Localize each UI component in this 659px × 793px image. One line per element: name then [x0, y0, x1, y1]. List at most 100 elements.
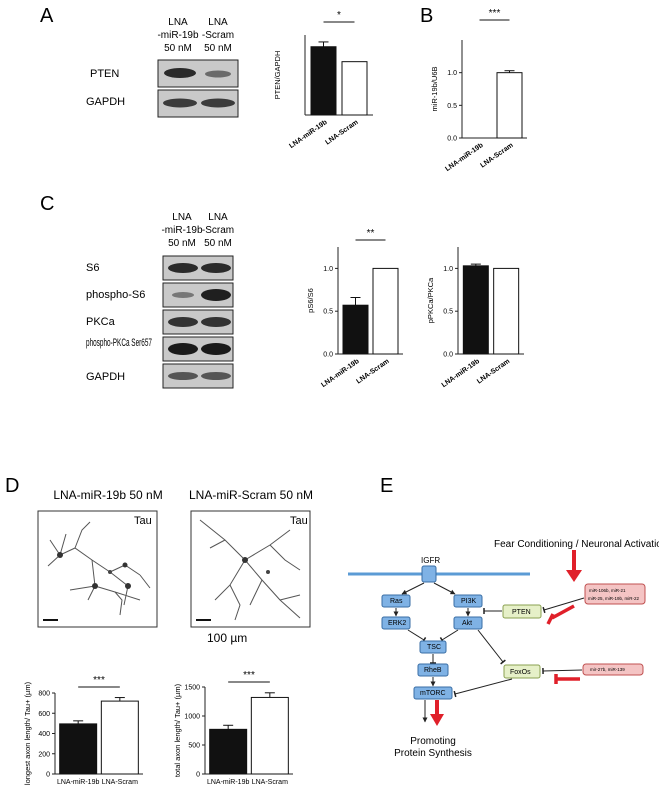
y-tick-label: 1500 [184, 685, 200, 692]
significance-label: *** [93, 675, 105, 686]
x-tick-label: LNA-miR-19b [207, 779, 250, 786]
y-axis-label: PTEN/GAPDH [273, 51, 282, 100]
blot-c-row-phospho-pkca: phospho-PKCa Ser657 [86, 337, 152, 349]
image-title-mir19b: LNA-miR-19b 50 nM [53, 488, 162, 502]
node-pi3k-label: PI3K [461, 598, 477, 605]
bar [462, 265, 489, 355]
y-tick-label: 1.0 [323, 266, 333, 273]
y-tick-label: 400 [38, 731, 50, 738]
blot-c-lane2-line2: -Scram [202, 225, 234, 236]
bar [209, 728, 248, 775]
y-tick-label: 200 [38, 751, 50, 758]
chart-mir19b-u6b: 0.00.51.0LNA-miR-19bLNA-ScrammiR-19b/U6B… [430, 8, 527, 173]
panel-letter-b: B [420, 5, 433, 27]
node-foxos [503, 664, 541, 679]
node-ras [381, 594, 411, 608]
mir-bottom-label: mir-27b, miR-139 [590, 667, 625, 672]
bar [59, 723, 98, 775]
bar [100, 700, 139, 775]
y-tick-label: 1.0 [447, 70, 457, 77]
node-ras-label: Ras [390, 598, 403, 605]
significance-label: *** [489, 8, 501, 19]
blot-c-lane2-line3: 50 nM [204, 238, 232, 249]
y-axis-label: pPKCa/PKCa [426, 277, 435, 323]
node-erk2 [381, 616, 411, 630]
significance-label: *** [243, 670, 255, 681]
blot-c-row-phospho-s6: phospho-S6 [86, 289, 145, 301]
blot-c-row-pkca: PKCa [86, 316, 116, 328]
igfr-receptor [421, 565, 437, 583]
panel-letter-d: D [5, 475, 19, 497]
mir-top-line1: miR-106b, miR-21 [589, 588, 626, 593]
micrograph-mir19b-stain: Tau [134, 515, 152, 527]
bar [310, 46, 337, 116]
blot-a-row-pten: PTEN [90, 68, 119, 80]
y-axis-label: pS6/S6 [306, 288, 315, 313]
blot-a-row-gapdh: GAPDH [86, 96, 125, 108]
y-axis-label: total axon length/ Tau+ (µm) [173, 683, 182, 777]
x-tick-label: LNA-Scram [102, 779, 138, 786]
blot-a-lane-labels: LNA -miR-19b 50 nM LNA -Scram 50 nM [157, 17, 234, 54]
output-line2: Protein Synthesis [394, 748, 472, 759]
blot-a-lane1-line2: -miR-19b [157, 30, 199, 41]
panel-letter-a: A [40, 5, 54, 27]
blot-a-lane2-line2: -Scram [202, 30, 234, 41]
x-tick-label: LNA-Scram [355, 358, 390, 386]
blot-c-image [162, 255, 234, 389]
y-tick-label: 600 [38, 711, 50, 718]
stimulus-label: Fear Conditioning / Neuronal Activation [494, 539, 659, 550]
y-tick-label: 0.5 [323, 309, 333, 316]
blot-c-row-gapdh: GAPDH [86, 371, 125, 383]
y-tick-label: 0.5 [447, 103, 457, 110]
node-tsc-label: TSC [427, 644, 441, 651]
x-tick-label: LNA-miR-19b [444, 142, 484, 173]
x-tick-label: LNA-miR-19b [441, 358, 481, 389]
y-axis-label: longest axon length/ Tau+ (µm) [23, 681, 32, 785]
y-tick-label: 0.5 [443, 309, 453, 316]
node-foxos-label: FoxOs [510, 669, 531, 676]
x-tick-label: LNA-miR-19b [288, 119, 328, 150]
y-tick-label: 0 [46, 772, 50, 779]
bar [372, 267, 399, 355]
scale-bar-label: 100 µm [207, 631, 247, 645]
bar [496, 72, 523, 139]
node-pten [502, 604, 542, 619]
y-tick-label: 1000 [184, 714, 200, 721]
mir-box-bottom [582, 663, 644, 676]
node-mtorc [413, 686, 453, 700]
blot-a-lane2-line1: LNA [208, 17, 228, 28]
node-mtorc-label: mTORC [420, 690, 446, 697]
blot-c-row-s6: S6 [86, 262, 99, 274]
mir-box-top [584, 583, 646, 605]
node-akt-label: Akt [462, 620, 472, 627]
blot-c-row-labels: S6 phospho-S6 PKCa phospho-PKCa Ser657 G… [86, 262, 152, 383]
igfr-label: IGFR [421, 556, 440, 565]
micrograph-scram-stain: Tau [290, 515, 308, 527]
x-tick-label: LNA-miR-19b [57, 779, 100, 786]
micrograph-mir19b: Tau [37, 510, 158, 628]
bar [493, 267, 520, 355]
node-rheb [417, 663, 449, 677]
image-title-scram: LNA-miR-Scram 50 nM [189, 488, 313, 502]
significance-label: * [337, 10, 341, 21]
node-pten-label: PTEN [512, 609, 531, 616]
y-tick-label: 0.0 [443, 352, 453, 359]
panel-letter-e: E [380, 475, 393, 497]
mir-top-line2: miR-25, miR-19b, miR-22 [588, 596, 640, 601]
blot-c-lane2-line1: LNA [208, 212, 228, 223]
output-line1: Promoting [410, 736, 456, 747]
y-tick-label: 0.0 [323, 352, 333, 359]
node-rheb-label: RheB [424, 667, 442, 674]
y-tick-label: 0 [196, 772, 200, 779]
micrograph-scram: Tau [190, 510, 311, 628]
blot-c-lane-labels: LNA -miR-19b 50 nM LNA -Scram 50 nM [161, 212, 234, 249]
node-pi3k [453, 594, 483, 608]
blot-a-lane1-line1: LNA [168, 17, 188, 28]
y-tick-label: 1.0 [443, 266, 453, 273]
significance-label: ** [367, 228, 375, 239]
blot-c-lane1-line1: LNA [172, 212, 192, 223]
